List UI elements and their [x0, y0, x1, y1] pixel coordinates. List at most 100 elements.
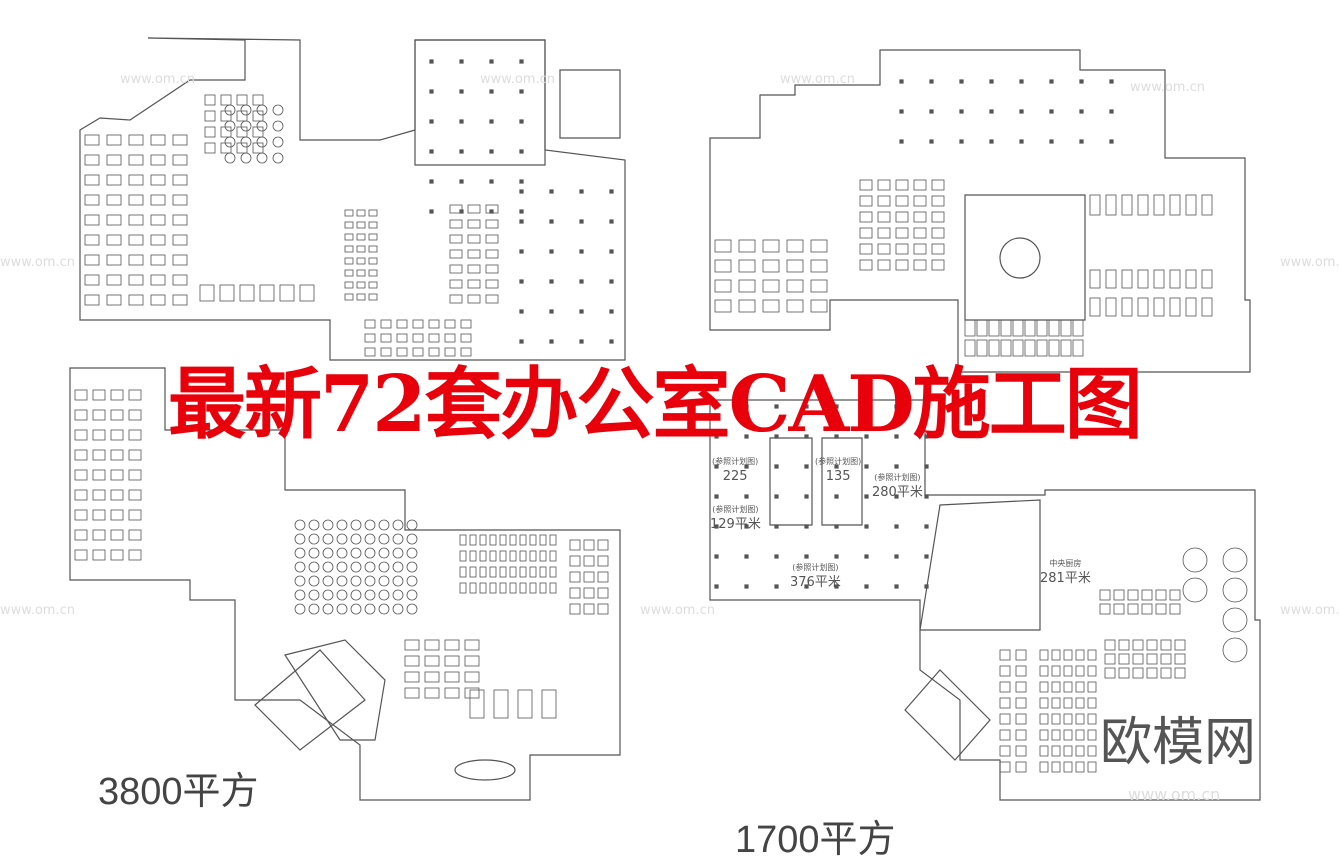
column: [1049, 79, 1054, 84]
furniture: [449, 219, 463, 229]
round-table: [364, 547, 376, 559]
column: [864, 584, 869, 589]
column: [804, 404, 809, 409]
furniture: [84, 174, 100, 186]
furniture: [1099, 589, 1111, 601]
furniture: [1036, 339, 1048, 357]
furniture: [172, 214, 188, 226]
furniture: [464, 639, 480, 651]
column: [519, 279, 524, 284]
furniture: [714, 259, 732, 273]
round-table: [322, 519, 334, 531]
furniture: [1051, 697, 1061, 709]
column: [834, 404, 839, 409]
furniture: [1012, 339, 1024, 357]
furniture: [424, 687, 440, 699]
furniture: [449, 264, 463, 274]
room-label: (参照计划图)135: [815, 457, 862, 484]
column: [899, 139, 904, 144]
furniture: [999, 649, 1011, 661]
furniture: [1036, 319, 1048, 337]
furniture: [1160, 667, 1172, 679]
furniture: [220, 142, 232, 154]
furniture: [583, 555, 595, 567]
furniture: [1113, 603, 1125, 615]
furniture: [1174, 653, 1186, 665]
column: [549, 219, 554, 224]
furniture: [1024, 319, 1036, 337]
column: [864, 524, 869, 529]
furniture: [1039, 697, 1049, 709]
watermark-url: www.om.cn: [1280, 603, 1340, 618]
furniture: [519, 550, 527, 562]
column: [579, 189, 584, 194]
furniture: [762, 279, 780, 293]
furniture: [913, 211, 927, 223]
furniture: [1121, 297, 1133, 317]
furniture: [1063, 713, 1073, 725]
round-table: [406, 603, 418, 615]
furniture: [1155, 603, 1167, 615]
furniture: [519, 582, 527, 594]
wall-outline: [69, 367, 621, 801]
furniture: [172, 274, 188, 286]
round-table: [308, 547, 320, 559]
column: [714, 554, 719, 559]
furniture: [1015, 729, 1027, 741]
furniture: [877, 227, 891, 239]
column: [519, 179, 524, 184]
furniture: [1000, 339, 1012, 357]
column: [924, 554, 929, 559]
furniture: [1015, 697, 1027, 709]
column: [774, 434, 779, 439]
furniture: [469, 534, 477, 546]
column: [774, 554, 779, 559]
column: [519, 339, 524, 344]
column: [834, 434, 839, 439]
furniture: [84, 154, 100, 166]
furniture: [412, 333, 424, 343]
furniture: [509, 534, 517, 546]
furniture: [539, 534, 547, 546]
column: [774, 584, 779, 589]
furniture: [356, 245, 366, 253]
furniture: [1121, 269, 1133, 289]
furniture: [464, 655, 480, 667]
furniture: [1087, 761, 1097, 773]
furniture: [356, 221, 366, 229]
wall-outline: [709, 399, 1261, 801]
furniture: [128, 509, 142, 521]
furniture: [449, 234, 463, 244]
furniture: [859, 195, 873, 207]
furniture: [92, 469, 106, 481]
furniture: [128, 134, 144, 146]
furniture: [74, 469, 88, 481]
column: [609, 309, 614, 314]
furniture: [1146, 653, 1158, 665]
furniture: [469, 566, 477, 578]
furniture: [110, 509, 124, 521]
round-table: [240, 136, 252, 148]
furniture: [1063, 729, 1073, 741]
furniture: [150, 274, 166, 286]
furniture: [931, 179, 945, 191]
furniture: [412, 319, 424, 329]
furniture: [220, 110, 232, 122]
furniture: [1132, 639, 1144, 651]
column: [894, 494, 899, 499]
furniture: [128, 489, 142, 501]
round-table: [294, 603, 306, 615]
furniture: [92, 489, 106, 501]
furniture: [489, 550, 497, 562]
furniture: [128, 274, 144, 286]
column: [834, 584, 839, 589]
column: [744, 464, 749, 469]
column: [924, 524, 929, 529]
furniture: [1169, 194, 1181, 216]
furniture: [1015, 761, 1027, 773]
column: [1109, 109, 1114, 114]
furniture: [444, 347, 456, 357]
round-table: [364, 519, 376, 531]
